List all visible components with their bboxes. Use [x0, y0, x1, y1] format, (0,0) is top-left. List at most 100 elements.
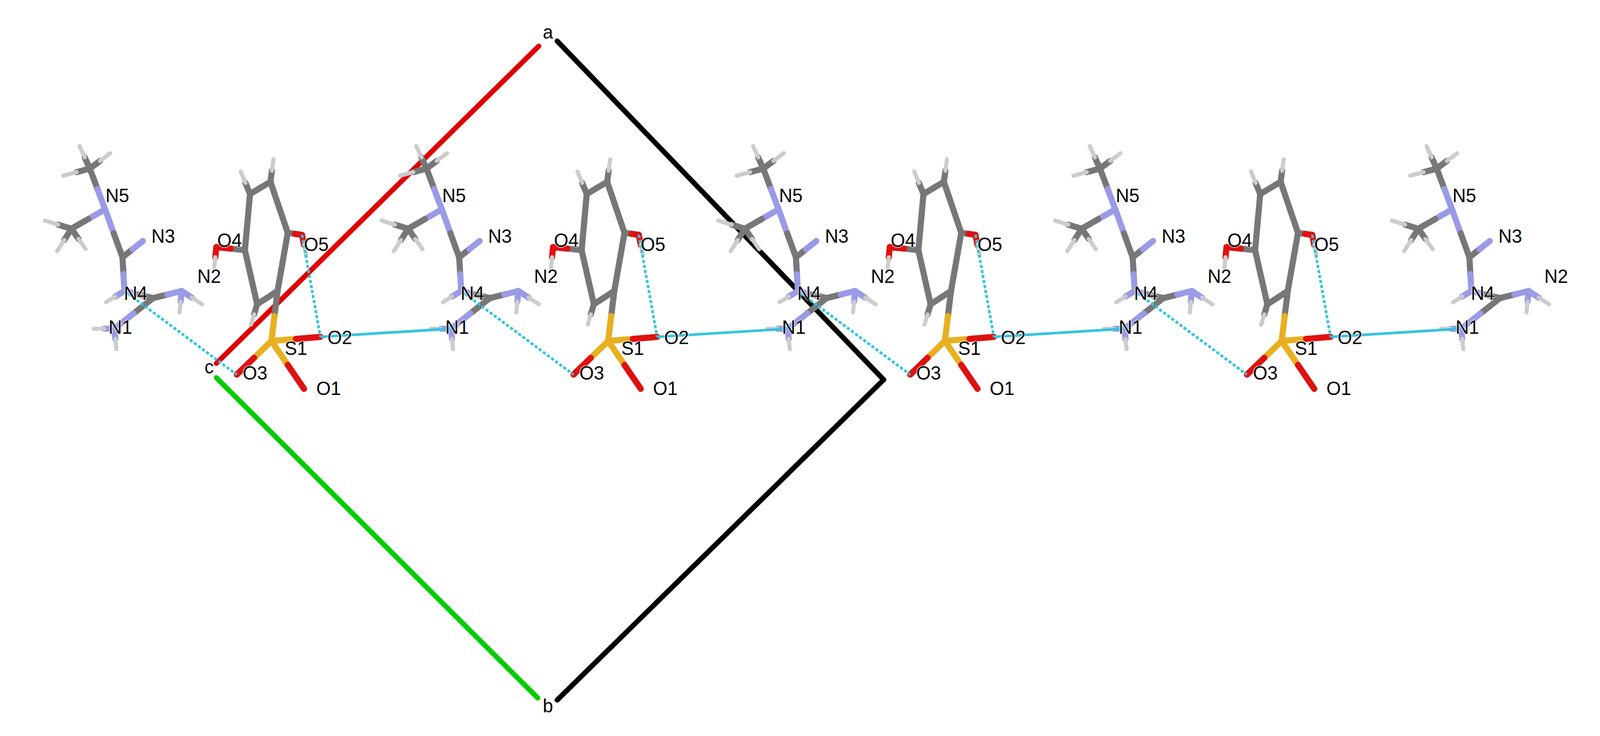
bond-stick	[920, 193, 924, 223]
bond-stick	[1107, 188, 1116, 210]
atom-label: O5	[1313, 235, 1339, 255]
bond-stick	[528, 297, 539, 305]
atom-label: N3	[1498, 227, 1522, 246]
bond-stick	[752, 239, 760, 250]
bond-stick	[99, 153, 111, 162]
atom-label: N2	[1544, 267, 1569, 287]
atom-label: N4	[123, 284, 148, 304]
atom-label: O2	[327, 328, 352, 348]
atom-label: O5	[640, 235, 666, 255]
bond-stick	[952, 207, 962, 234]
atom-label: N4	[1133, 284, 1158, 304]
bond-stick	[469, 241, 480, 250]
bond-stick	[608, 315, 612, 342]
bond-stick	[887, 257, 890, 268]
bond-stick	[763, 168, 772, 190]
bond-stick	[179, 301, 181, 313]
molecules	[44, 146, 1550, 389]
bond-stick	[632, 336, 658, 340]
bond-stick	[63, 172, 77, 176]
bond-stick	[1446, 153, 1457, 162]
bond-stick	[1067, 240, 1075, 252]
atom-label: N5	[442, 186, 467, 206]
atom-label: O3	[916, 364, 941, 383]
bond-stick	[945, 159, 948, 171]
atom-label: S1	[621, 339, 645, 359]
bond-stick	[806, 241, 817, 250]
bond-stick	[113, 233, 123, 258]
bond-stick	[287, 365, 305, 390]
bond-stick	[945, 315, 949, 342]
atom-label: O4	[554, 231, 579, 251]
bond-stick	[400, 172, 414, 176]
hydrogen-bond	[461, 291, 574, 376]
atom-label: S1	[957, 339, 981, 359]
bond-stick	[1451, 209, 1461, 234]
atom-label: N2	[870, 267, 895, 287]
bond-stick	[1282, 159, 1284, 171]
bond-stick	[278, 207, 288, 234]
bond-stick	[434, 188, 442, 210]
atom-label: O2	[1337, 328, 1363, 348]
bond-stick	[1284, 291, 1288, 317]
atom-label: O2	[664, 328, 689, 348]
bond-stick	[787, 233, 796, 258]
bond-stick	[1073, 172, 1088, 176]
bond-stick	[778, 209, 788, 234]
bond-stick	[394, 240, 402, 252]
cell-edge	[557, 41, 884, 380]
atom-label: O4	[217, 231, 242, 251]
bond-stick	[944, 182, 953, 208]
atom-label: O1	[1326, 379, 1351, 399]
bond-stick	[1538, 297, 1550, 305]
bond-stick	[1292, 233, 1299, 263]
bond-stick	[442, 296, 453, 303]
atom-label: O1	[316, 379, 342, 399]
bond-stick	[115, 339, 117, 350]
bond-stick	[1264, 341, 1282, 359]
bond-stick	[1257, 193, 1261, 223]
bond-stick	[718, 220, 732, 225]
bond-stick	[1391, 220, 1406, 225]
hydrogen-bond	[1134, 291, 1248, 376]
bond-stick	[788, 339, 790, 350]
bond-stick	[615, 207, 625, 234]
bond-stick	[381, 220, 396, 225]
bond-stick	[214, 257, 216, 268]
bond-stick	[191, 297, 203, 305]
atom-label: N1	[1118, 318, 1143, 337]
hydrogen-bond	[124, 291, 237, 376]
bond-stick	[516, 301, 518, 313]
bond-stick	[611, 291, 615, 317]
unit-cell	[216, 41, 884, 701]
bond-stick	[1281, 315, 1285, 342]
bond-stick	[865, 297, 876, 305]
bond-stick	[1452, 296, 1463, 303]
bond-stick	[1526, 301, 1528, 313]
bond-stick	[90, 168, 98, 190]
bond-stick	[1110, 153, 1121, 162]
atom-label: O3	[242, 364, 268, 383]
bond-stick	[272, 159, 274, 171]
bond-stick	[132, 241, 144, 250]
bond-stick	[955, 233, 962, 263]
a-axis	[216, 46, 539, 364]
bond-stick	[1224, 257, 1226, 268]
bond-stick	[247, 193, 251, 223]
bond-stick	[1306, 336, 1331, 340]
bond-stick	[295, 336, 321, 340]
bond-stick	[969, 336, 994, 340]
atom-label: S1	[284, 339, 308, 359]
atom-label: N1	[781, 318, 806, 337]
bond-stick	[1426, 146, 1432, 158]
bond-stick	[1261, 277, 1268, 305]
bond-stick	[608, 159, 611, 171]
axis-label: a	[542, 23, 554, 42]
bond-stick	[581, 222, 585, 251]
bond-stick	[1125, 339, 1127, 350]
bond-stick	[1287, 261, 1293, 292]
bond-stick	[1124, 233, 1133, 258]
bond-stick	[1280, 182, 1290, 208]
bond-stick	[951, 261, 957, 292]
bond-stick	[450, 233, 460, 258]
